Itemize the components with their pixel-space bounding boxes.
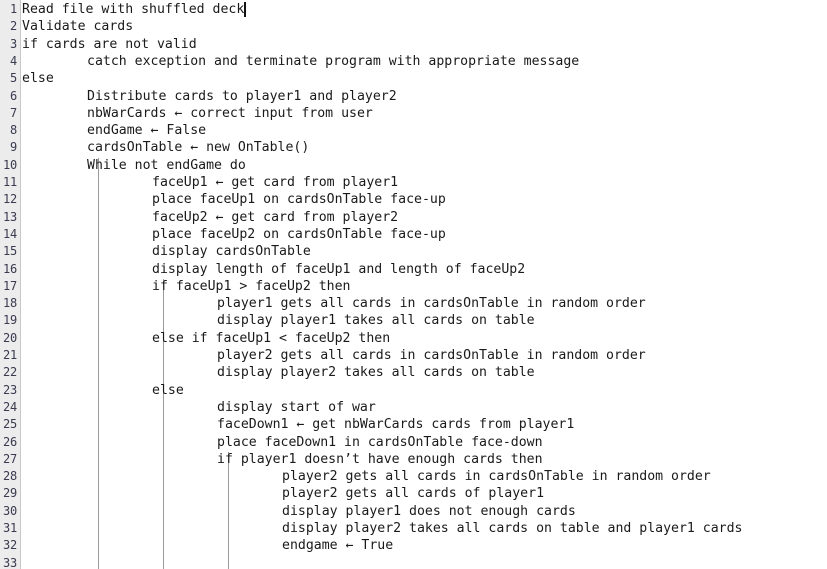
line-number: 7 [9, 105, 17, 120]
code-line[interactable]: cardsOnTable ← new OnTable() [87, 140, 310, 156]
line-number: 17 [2, 278, 17, 293]
code-line[interactable]: faceUp1 ← get card from player1 [152, 175, 399, 190]
indent-guide-1 [98, 157, 99, 569]
line-number: 30 [2, 503, 17, 518]
line-number: 6 [9, 88, 17, 103]
code-line[interactable]: if faceUp1 > faceUp2 then [152, 278, 351, 294]
code-line[interactable]: player2 gets all cards in cardsOnTable i… [217, 348, 646, 363]
code-line[interactable]: endGame ← False [87, 123, 207, 139]
code-line[interactable]: else [22, 71, 54, 87]
code-line[interactable]: player2 gets all cards of player1 [282, 486, 545, 502]
code-line[interactable]: display cardsOnTable [152, 244, 311, 260]
code-line[interactable]: display start of war [217, 399, 376, 415]
code-line[interactable]: faceUp2 ← get card from player2 [152, 209, 399, 225]
line-number: 1 [9, 2, 17, 16]
code-line[interactable]: place faceUp2 on cardsOnTable face-up [152, 226, 446, 242]
line-number: 26 [2, 434, 17, 449]
code-line[interactable]: display player1 takes all cards on table [217, 313, 535, 329]
code-line[interactable]: player2 gets all cards in cardsOnTable i… [282, 469, 711, 485]
line-number: 31 [2, 521, 17, 535]
code-line[interactable]: else [152, 382, 184, 398]
code-line[interactable]: While not endGame do [87, 157, 246, 173]
line-number: 20 [2, 330, 17, 345]
code-line[interactable]: faceDown1 ← get nbWarCards cards from pl… [217, 417, 575, 433]
line-number: 13 [2, 209, 17, 224]
line-number: 5 [9, 71, 17, 86]
line-number: 2 [9, 19, 17, 34]
text-caret [244, 2, 246, 17]
code-line[interactable]: Validate cards [22, 19, 134, 35]
code-line[interactable]: nbWarCards ← correct input from user [87, 105, 373, 121]
code-line[interactable]: catch exception and terminate program wi… [87, 53, 580, 69]
code-line[interactable]: Read file with shuffled deck [22, 2, 245, 17]
code-line[interactable]: display player2 takes all cards on table… [282, 521, 743, 536]
indent-guide-3 [228, 451, 229, 569]
line-number: 9 [9, 140, 17, 155]
line-number: 29 [2, 486, 17, 501]
code-line[interactable]: place faceDown1 in cardsOnTable face-dow… [217, 434, 543, 450]
code-line[interactable]: display player1 does not enough cards [282, 503, 576, 519]
code-line[interactable]: else if faceUp1 < faceUp2 then [152, 330, 391, 346]
line-number: 8 [9, 123, 17, 138]
line-number: 4 [9, 53, 17, 68]
line-number: 21 [2, 348, 17, 362]
code-line[interactable]: endgame ← True [282, 538, 394, 554]
code-line[interactable]: place faceUp1 on cardsOnTable face-up [152, 192, 446, 208]
line-number: 18 [2, 296, 17, 311]
line-number: 23 [2, 382, 17, 397]
line-number: 3 [9, 36, 17, 51]
line-number: 16 [2, 261, 17, 276]
line-number: 33 [2, 555, 17, 569]
code-line[interactable]: display player2 takes all cards on table [217, 365, 535, 381]
line-number: 19 [2, 313, 17, 328]
code-line[interactable]: display length of faceUp1 and length of … [152, 261, 526, 277]
line-number: 22 [2, 365, 17, 380]
line-number: 11 [2, 175, 17, 189]
line-number: 15 [2, 244, 17, 259]
line-number: 32 [2, 538, 17, 553]
line-number: 25 [2, 417, 17, 432]
code-line[interactable]: if cards are not valid [22, 36, 197, 52]
line-number: 14 [2, 226, 17, 241]
line-number: 27 [2, 451, 17, 466]
line-number: 12 [2, 192, 17, 207]
line-number: 28 [2, 469, 17, 484]
line-number: 24 [2, 399, 17, 414]
code-line[interactable]: player1 gets all cards in cardsOnTable i… [217, 296, 646, 312]
code-line[interactable]: Distribute cards to player1 and player2 [87, 88, 397, 104]
line-number: 10 [2, 157, 17, 172]
indent-guide-2 [163, 278, 164, 569]
code-line[interactable]: if player1 doesn’t have enough cards the… [217, 451, 543, 467]
